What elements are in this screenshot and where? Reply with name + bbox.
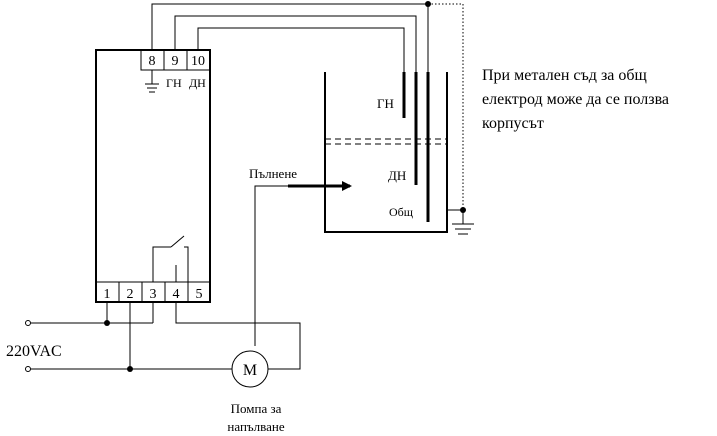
electrode-label-gn: ГН <box>377 96 394 111</box>
terminal-10: 10 <box>191 54 205 69</box>
supply-wiring: 220VAC <box>6 302 232 372</box>
note: При метален съд за общ електрод може да … <box>482 67 669 132</box>
supply-terminal-top <box>25 320 31 326</box>
terminal-2: 2 <box>127 287 134 302</box>
pump-motor: M Помпа за напълване <box>227 350 285 434</box>
fill-arrow: Пълнене <box>249 166 352 191</box>
relay-contact-icon <box>152 235 189 282</box>
motor-icon <box>231 350 269 388</box>
note-line-3: корпусът <box>482 115 544 132</box>
tank-ground-icon <box>452 210 474 235</box>
terminal-label-gn: ГН <box>166 76 182 90</box>
note-line-1: При метален съд за общ <box>482 67 647 84</box>
supply-terminal-bottom <box>25 366 31 372</box>
motor-symbol: M <box>243 362 257 379</box>
ground-icon <box>145 70 159 93</box>
electrode-label-dn: ДН <box>388 168 406 183</box>
electrode-wiring <box>151 1 464 210</box>
pump-wiring <box>175 185 301 370</box>
tank-walls <box>324 72 448 233</box>
relay-unit: 8 9 10 1 2 3 4 5 ГН ДН <box>95 49 211 303</box>
electrode-label-common: Общ <box>389 205 413 219</box>
terminal-4: 4 <box>173 287 180 302</box>
terminal-3: 3 <box>150 287 157 302</box>
water-tank: ГН ДН Общ <box>324 72 474 235</box>
fill-label: Пълнене <box>249 166 297 181</box>
supply-label: 220VAC <box>6 343 62 360</box>
pump-caption-line1: Помпа за <box>231 401 282 416</box>
terminal-label-dn: ДН <box>189 76 206 90</box>
terminal-9: 9 <box>172 54 179 69</box>
terminal-1: 1 <box>104 287 111 302</box>
pump-caption-line2: напълване <box>227 419 284 434</box>
terminal-5: 5 <box>196 287 203 302</box>
terminal-8: 8 <box>149 54 156 69</box>
note-line-2: електрод може да се ползва <box>482 91 669 108</box>
